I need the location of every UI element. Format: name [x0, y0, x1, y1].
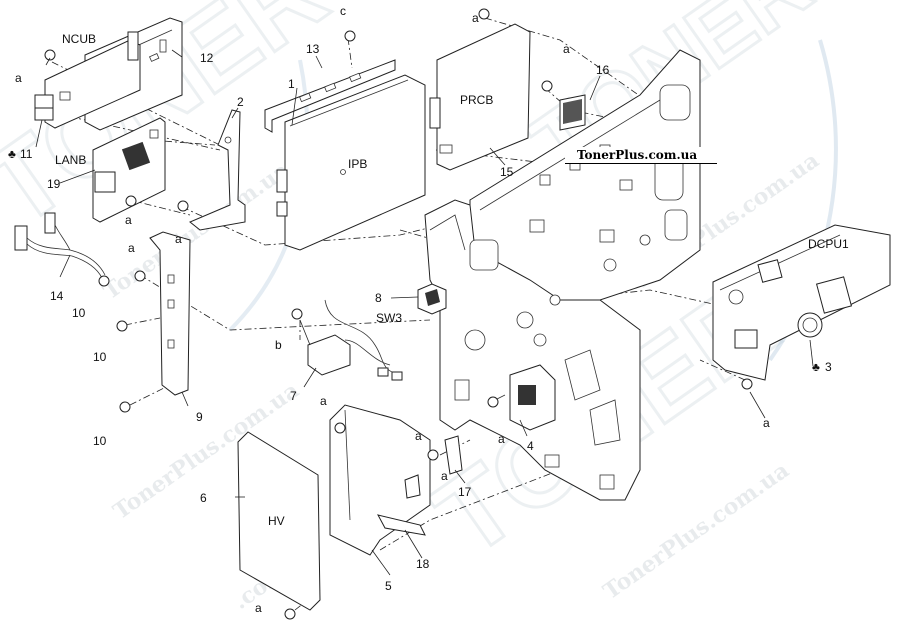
- label-part-17: 17: [458, 485, 472, 499]
- label-part-6: 6: [200, 491, 207, 505]
- label-ipb: IPB: [348, 157, 367, 171]
- label-part-10: 10: [72, 306, 86, 320]
- part-16-bracket: [559, 94, 586, 131]
- label-part-14: 14: [50, 289, 64, 303]
- label-screw-a: a: [498, 432, 505, 446]
- screw-icon: [119, 401, 131, 413]
- part-7-harness: [307, 299, 403, 381]
- label-part-18: 18: [416, 557, 430, 571]
- labels: NCUB 12 a ♣ 11 2 13 1 c a a 16 PRCB IPB …: [8, 4, 849, 615]
- label-part-8: 8: [375, 291, 382, 305]
- assembly-line: [699, 359, 746, 381]
- part-14-cable: [14, 212, 106, 279]
- label-screw-a: a: [441, 469, 448, 483]
- part-9-bracket: [149, 231, 191, 396]
- label-part-10: 10: [93, 434, 107, 448]
- label-lanb: LANB: [55, 153, 86, 167]
- part-13-bracket: [264, 59, 396, 133]
- screw-icon: [291, 308, 303, 320]
- site-banner: TonerPlus.com.ua: [565, 147, 717, 164]
- screw-icon: [177, 200, 189, 212]
- screw-icon: [125, 195, 137, 207]
- label-club-11: ♣: [8, 147, 16, 161]
- label-dcpu1: DCPU1: [808, 237, 849, 251]
- screw-icon: [427, 449, 439, 461]
- screws: [44, 8, 753, 620]
- part-8-sw3-switch: [417, 283, 447, 315]
- screw-icon: [334, 422, 346, 434]
- main-frame-front: [424, 199, 641, 501]
- part-4-mechanism: [494, 364, 556, 431]
- label-screw-c: c: [340, 4, 346, 18]
- part-18-bracket: [377, 474, 426, 536]
- screw-icon: [116, 320, 128, 332]
- screw-icon: [741, 378, 753, 390]
- label-screw-a: a: [128, 241, 135, 255]
- label-screw-a: a: [563, 42, 570, 56]
- label-part-12: 12: [200, 51, 214, 65]
- label-part-7: 7: [290, 389, 297, 403]
- label-part-11: 11: [20, 147, 33, 161]
- screw-icon: [98, 275, 110, 287]
- part-6-hv-board: [237, 431, 321, 611]
- label-screw-a: a: [175, 232, 182, 246]
- label-part-15: 15: [500, 165, 514, 179]
- screw-icon: [284, 608, 296, 620]
- label-sw3: SW3: [376, 311, 402, 325]
- main-frame-rear: [469, 49, 701, 301]
- part-1-ipb-board: [276, 74, 426, 251]
- assembly-line: [347, 37, 353, 69]
- label-part-4: 4: [527, 439, 534, 453]
- label-part-16: 16: [596, 63, 610, 77]
- screw-icon: [541, 80, 553, 92]
- part-17-plate: [444, 435, 463, 475]
- label-screw-a: a: [125, 213, 132, 227]
- screw-icon: [487, 396, 499, 408]
- screw-icon: [44, 49, 56, 61]
- label-screw-a: a: [15, 71, 22, 85]
- part-11-ncub-board: [34, 31, 141, 129]
- part-15-prcb-board: [429, 23, 531, 171]
- label-part-13: 13: [306, 42, 320, 56]
- label-part-2: 2: [237, 95, 244, 109]
- label-screw-a: a: [320, 394, 327, 408]
- label-club-3: ♣: [812, 360, 820, 374]
- label-part-9: 9: [196, 410, 203, 424]
- screw-icon: [344, 30, 356, 42]
- label-part-10: 10: [93, 350, 107, 364]
- label-part-5: 5: [385, 579, 392, 593]
- screw-icon: [478, 8, 490, 20]
- label-ncub: NCUB: [62, 32, 96, 46]
- label-part-3: 3: [825, 360, 832, 374]
- assembly-line: [124, 317, 161, 326]
- assembly-line: [379, 469, 561, 551]
- label-screw-a: a: [763, 416, 770, 430]
- label-part-1: 1: [288, 77, 295, 91]
- label-screw-a: a: [415, 429, 422, 443]
- part-2-bracket: [189, 109, 246, 231]
- part-19-lanb-board: [92, 117, 166, 223]
- label-screw-b: b: [275, 338, 282, 352]
- screw-icon: [134, 270, 146, 282]
- part-5-shield: [329, 404, 431, 556]
- label-screw-a: a: [255, 601, 262, 615]
- assembly-line: [484, 17, 661, 111]
- label-part-19: 19: [47, 177, 61, 191]
- leader-lines: [35, 49, 814, 576]
- label-screw-a: a: [472, 11, 479, 25]
- part-3-dcpu1-board: [712, 224, 891, 381]
- label-prcb: PRCB: [460, 93, 493, 107]
- label-hv: HV: [268, 514, 285, 528]
